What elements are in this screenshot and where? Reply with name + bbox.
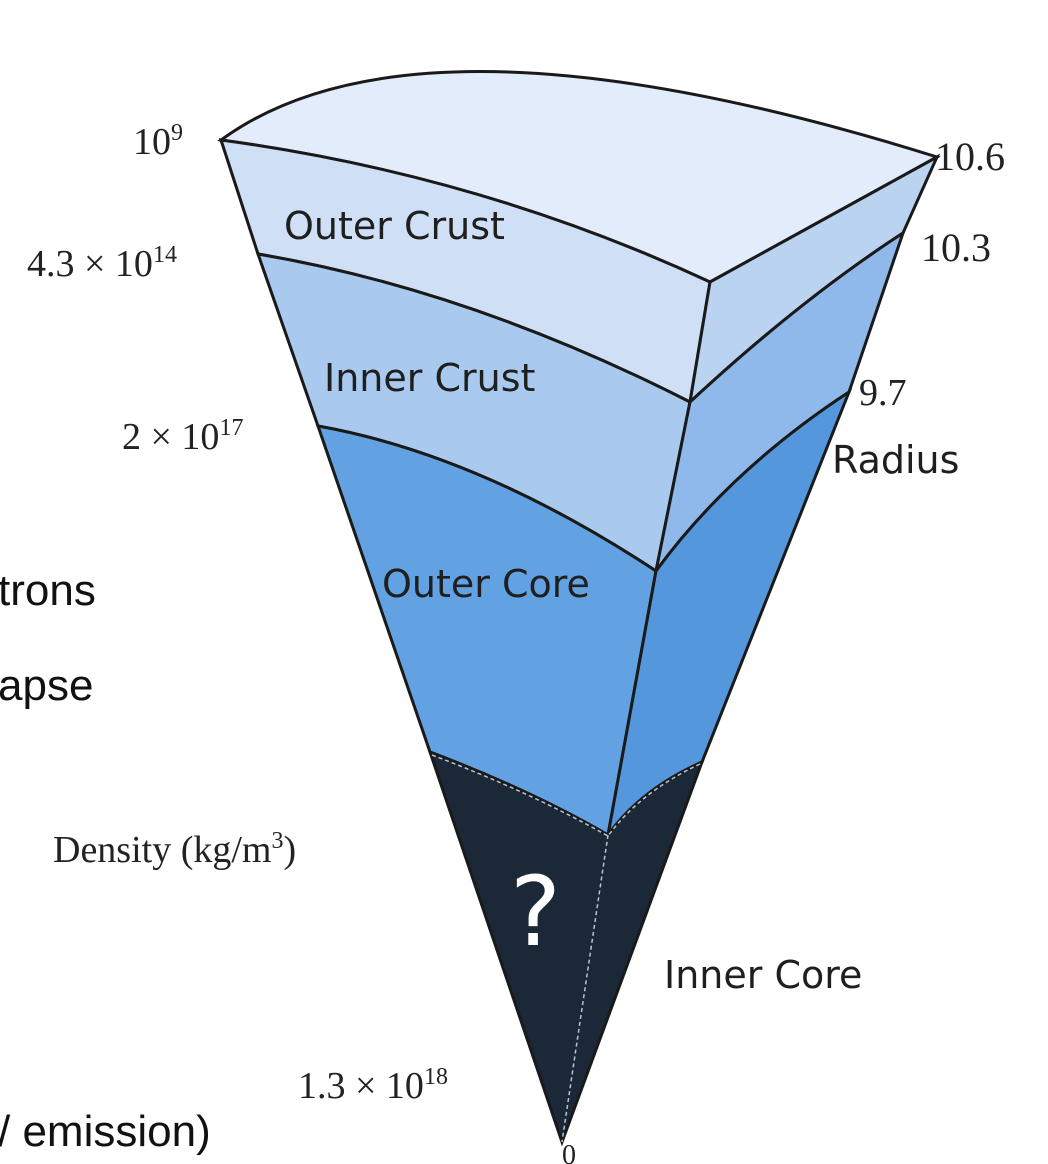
background-text-line-1: trons	[0, 566, 96, 615]
radius-value-3: 9.7	[859, 372, 907, 414]
inner-core-rim	[431, 754, 701, 837]
inner-core-label: Inner Core	[664, 953, 862, 997]
inner-core-seam	[561, 834, 609, 1143]
density-axis-label: Density (kg/m3)	[53, 828, 296, 871]
radius-value-center: 0	[562, 1140, 576, 1164]
inner-crust-label: Inner Crust	[324, 356, 535, 400]
density-value-2: 4.3 × 1014	[27, 242, 177, 285]
radius-value-2: 10.3	[921, 225, 991, 270]
background-text-line-2: apse	[0, 661, 93, 710]
outer-core-label: Outer Core	[382, 562, 590, 606]
background-text-line-3: / emission)	[0, 1107, 211, 1156]
radius-value-1: 10.6	[935, 134, 1005, 179]
density-value-4: 1.3 × 1018	[298, 1064, 448, 1107]
outer-crust-label: Outer Crust	[284, 204, 505, 248]
inner-core	[427, 749, 705, 1147]
unknown-marker: ?	[510, 856, 561, 968]
radius-axis-label: Radius	[832, 438, 959, 482]
density-value-1: 109	[133, 120, 183, 163]
density-value-3: 2 × 1017	[122, 415, 243, 458]
